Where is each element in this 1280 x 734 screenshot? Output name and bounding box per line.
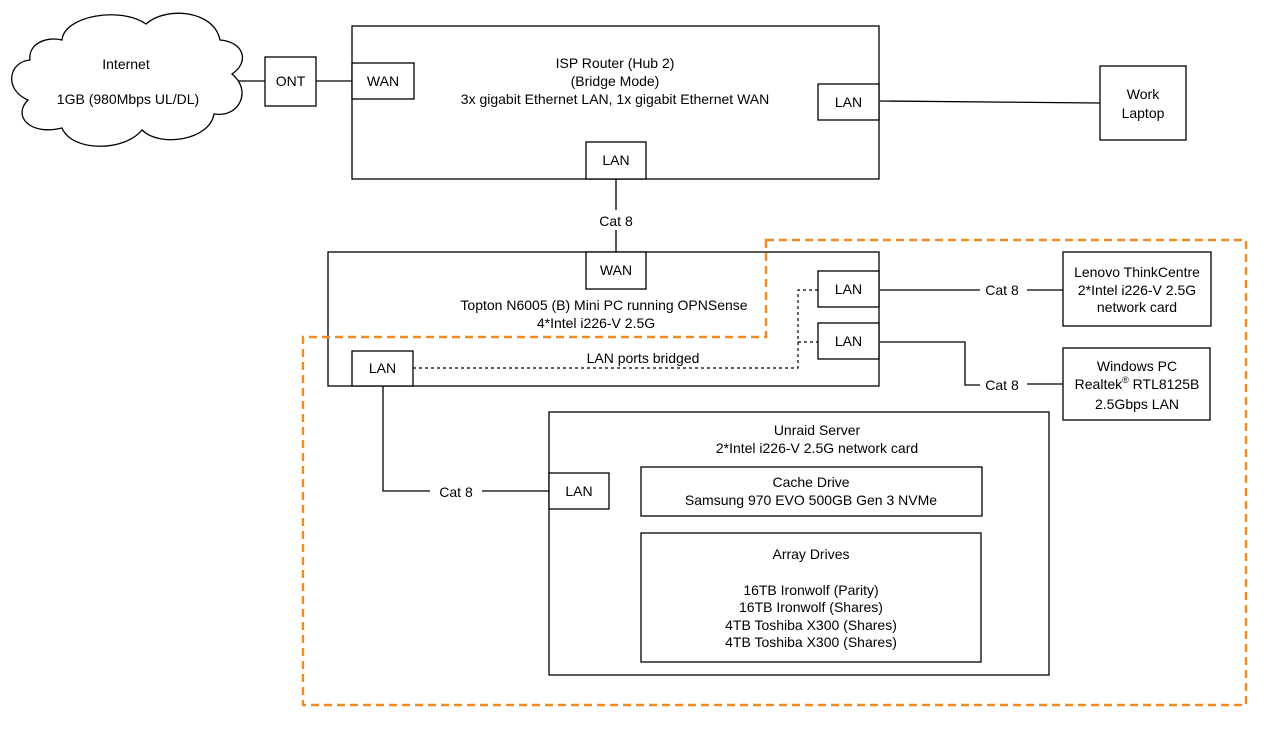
cable-label-thinkcentre: Cat 8 <box>985 282 1019 298</box>
cache-drive: Samsung 970 EVO 500GB Gen 3 NVMe <box>685 492 937 508</box>
windows-line1: Windows PC <box>1097 358 1177 374</box>
thinkcentre-line2: 2*Intel i226-V 2.5G <box>1078 282 1196 298</box>
opnsense-title: Topton N6005 (B) Mini PC running OPNSens… <box>460 297 747 313</box>
cable-label-windows: Cat 8 <box>985 377 1019 393</box>
array-drive-3: 4TB Toshiba X300 (Shares) <box>725 617 897 633</box>
router-wan-port <box>351 62 415 100</box>
cache-title: Cache Drive <box>772 474 849 490</box>
unraid-box: Unraid Server 2*Intel i226-V 2.5G networ… <box>548 411 1050 676</box>
windows-line3: 2.5Gbps LAN <box>1095 396 1179 412</box>
cable-label-unraid: Cat 8 <box>439 484 473 500</box>
unraid-nic: 2*Intel i226-V 2.5G network card <box>716 440 918 456</box>
opnsense-box: WAN Topton N6005 (B) Mini PC running OPN… <box>327 251 880 387</box>
array-title: Array Drives <box>772 546 849 562</box>
array-drive-4: 4TB Toshiba X300 (Shares) <box>725 634 897 650</box>
thinkcentre-line3: network card <box>1097 299 1177 315</box>
ont-box: ONT <box>264 56 317 107</box>
router-title: ISP Router (Hub 2) <box>556 55 675 71</box>
opnsense-lan-left-label: LAN <box>369 360 396 376</box>
highlight-region <box>301 238 1248 707</box>
laptop-line1: Work <box>1127 86 1160 102</box>
router-lan-bottom-label: LAN <box>602 152 629 168</box>
cable-opnsense-windows-a <box>880 341 980 386</box>
cable-opnsense-unraid-a <box>382 386 430 492</box>
unraid-lan-label: LAN <box>565 483 592 499</box>
router-lan-right-label: LAN <box>835 94 862 110</box>
array-drive-2: 16TB Ironwolf (Shares) <box>739 599 883 615</box>
opnsense-nics: 4*Intel i226-V 2.5G <box>537 315 655 331</box>
internet-cloud: Internet 1GB (980Mbps UL/DL) <box>11 12 243 147</box>
router-lan-port-bottom <box>585 141 647 180</box>
unraid-lan-port <box>548 472 610 510</box>
opnsense-wan-port <box>585 251 647 290</box>
array-drive-1: 16TB Ironwolf (Parity) <box>743 582 878 598</box>
cache-drive-box <box>640 466 983 517</box>
bridge-line-lan1 <box>413 289 818 369</box>
router-ports-desc: 3x gigabit Ethernet LAN, 1x gigabit Ethe… <box>461 91 769 107</box>
unraid-title: Unraid Server <box>774 422 861 438</box>
laptop-line2: Laptop <box>1122 105 1165 121</box>
ont-label: ONT <box>276 73 306 89</box>
internet-title: Internet <box>102 56 150 72</box>
opnsense-lan1-label: LAN <box>835 281 862 297</box>
opnsense-wan-label: WAN <box>600 262 632 278</box>
router-mode: (Bridge Mode) <box>571 73 660 89</box>
isp-router: ISP Router (Hub 2) (Bridge Mode) 3x giga… <box>351 25 880 180</box>
opnsense-lan-port-2 <box>817 322 880 360</box>
thinkcentre-box: Lenovo ThinkCentre 2*Intel i226-V 2.5G n… <box>1062 251 1212 327</box>
router-wan-label: WAN <box>367 73 399 89</box>
internet-speed: 1GB (980Mbps UL/DL) <box>57 91 199 107</box>
array-drives-box <box>640 532 982 663</box>
thinkcentre-line1: Lenovo ThinkCentre <box>1074 264 1200 280</box>
cable-label-router-opnsense: Cat 8 <box>599 213 633 229</box>
cable-router-laptop <box>879 100 1101 104</box>
router-lan-port-right <box>817 83 880 121</box>
work-laptop: Work Laptop <box>1099 65 1187 141</box>
windows-pc-box: Windows PC Realtek® RTL8125B 2.5Gbps LAN <box>1062 347 1211 421</box>
windows-line2: Realtek® RTL8125B <box>1075 375 1200 392</box>
opnsense-lan-port-1 <box>817 270 880 308</box>
bridge-label: LAN ports bridged <box>587 350 700 366</box>
opnsense-lan2-label: LAN <box>835 333 862 349</box>
